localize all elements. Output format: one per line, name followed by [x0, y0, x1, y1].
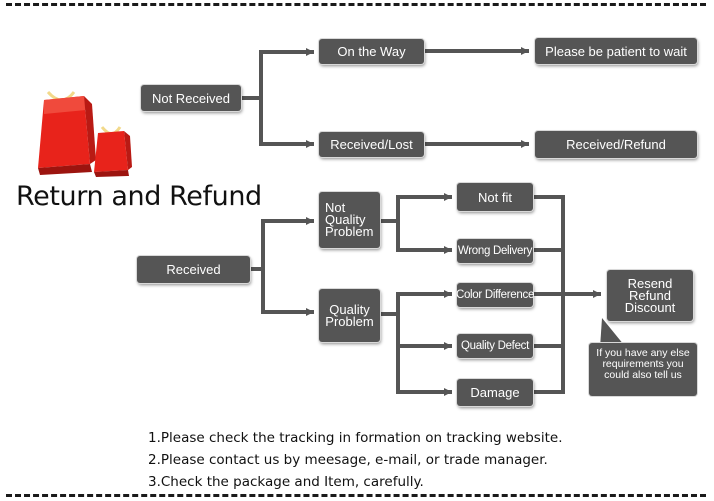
not-fit-node: Not fit	[457, 183, 533, 211]
not-quality-problem-node: Not Quality Problem	[319, 192, 380, 248]
on-the-way-node: On the Way	[319, 39, 424, 64]
instructions-list: 1.Please check the tracking in formation…	[148, 427, 563, 493]
instruction-item: 3.Check the package and Item, carefully.	[148, 474, 424, 490]
resend-refund-discount-node: Resend Refund Discount	[607, 270, 693, 321]
requirements-note-bubble: If you have any else requirements you co…	[589, 343, 697, 396]
bottom-dashed-divider	[6, 494, 706, 497]
quality-defect-node: Quality Defect	[457, 334, 533, 358]
received-lost-node: Received/Lost	[319, 132, 424, 157]
top-dashed-divider	[6, 3, 706, 6]
instruction-item: 1.Please check the tracking in formation…	[148, 430, 563, 446]
page-title: Return and Refund	[16, 181, 262, 212]
please-wait-node: Please be patient to wait	[535, 38, 697, 64]
damage-node: Damage	[457, 379, 533, 406]
quality-problem-node: Quality Problem	[319, 289, 380, 342]
color-difference-node: Color Difference	[456, 283, 534, 307]
received-node: Received	[137, 256, 250, 283]
wrong-delivery-node: Wrong Delivery	[457, 239, 533, 263]
not-received-node: Not Received	[141, 85, 241, 111]
received-refund-node: Received/Refund	[535, 131, 697, 158]
instruction-item: 2.Please contact us by meesage, e-mail, …	[148, 452, 548, 468]
